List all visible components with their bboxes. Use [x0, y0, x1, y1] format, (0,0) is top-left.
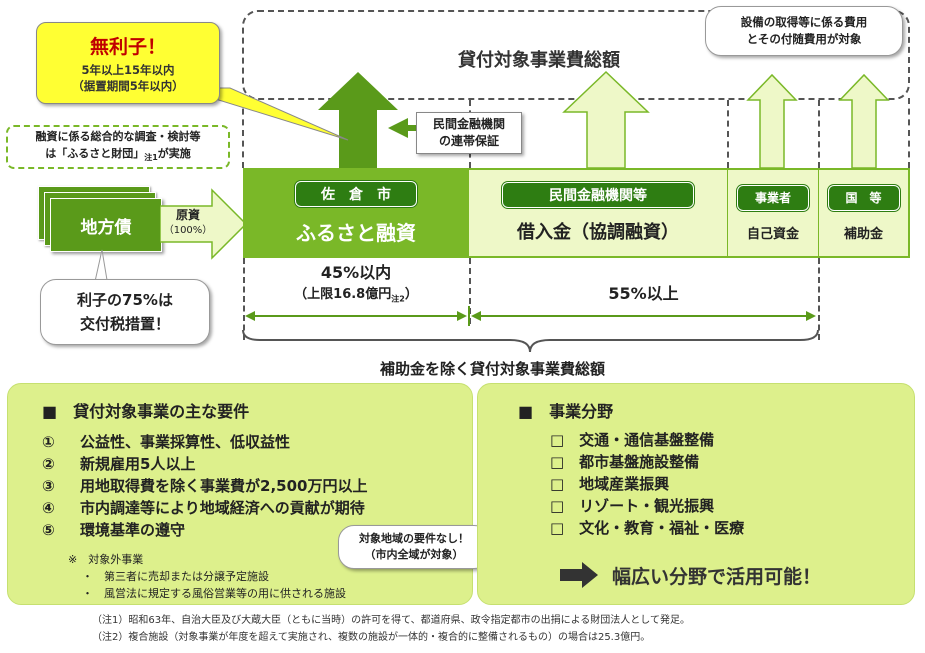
- excluded-item: ・ 第三者に売却または分譲予定施設: [82, 570, 269, 583]
- furusato-loan-label: ふるさと融資: [296, 220, 416, 245]
- requirement-text: 公益性、事業採算性、低収益性: [80, 433, 291, 451]
- funding-source-label: 原資: [175, 208, 200, 222]
- survey-note-line2: は「ふるさと財団」注1が実施: [45, 145, 191, 166]
- requirement-item: ④ 市内調達等により地域経済への貢献が期待: [42, 497, 367, 519]
- ratio-span-arrows: [245, 306, 816, 326]
- total-project-cost-frame: [242, 10, 910, 100]
- requirement-item: ② 新規雇用5人以上: [42, 453, 367, 475]
- acquisition-note-line2: とその付随費用が対象: [746, 32, 862, 46]
- requirement-item: ③ 用地取得費を除く事業費が2,500万円以上: [42, 475, 367, 497]
- target-area-line2: （市内全域が対象）: [364, 548, 464, 561]
- survey-note-line2-pre: は「ふるさと財団」: [45, 146, 145, 160]
- sakura-ratio-cap: （上限16.8億円注2）: [294, 284, 418, 311]
- frame-divider-3: [818, 100, 820, 168]
- country-tag: 国 等: [827, 184, 900, 211]
- subsidy-label: 補助金: [843, 226, 883, 242]
- up-arrows-layer: [318, 70, 890, 169]
- conclusion-arrow-icon: [560, 562, 598, 588]
- requirement-num: ④: [42, 499, 55, 517]
- requirements-list: ① 公益性、事業採算性、低収益性 ② 新規雇用5人以上 ③ 用地取得費を除く事業費が2…: [42, 431, 367, 541]
- requirement-text: 用地取得費を除く事業費が2,500万円以上: [80, 477, 368, 495]
- country-up-arrow: [838, 73, 890, 169]
- private-up-arrow: [562, 70, 650, 169]
- sakura-ratio-cap-post: ）: [404, 287, 418, 302]
- requirement-num: ②: [42, 455, 55, 473]
- ratio-divider-left: [243, 258, 245, 340]
- field-item: □ リゾート・観光振興: [550, 497, 715, 515]
- interest-tax-line1: 利子の75%は: [77, 291, 173, 309]
- excluded-projects: ※ 対象外事業 ・ 第三者に売却または分譲予定施設 ・ 風営法に規定する風俗営業…: [68, 551, 346, 602]
- acquisition-note-line1: 設備の取得等に係る費用: [740, 15, 868, 29]
- fields-title: ■ 事業分野: [518, 402, 614, 421]
- survey-note-line2-post: が実施: [157, 146, 191, 160]
- private-institutions-tag: 民間金融機関等: [502, 182, 694, 208]
- cooperative-loan-label: 借入金（協調融資）: [517, 222, 679, 243]
- requirement-num: ③: [42, 477, 55, 495]
- ratio-divider-mid: [469, 258, 471, 324]
- footnotes: （注1）昭和63年、自治大臣及び大蔵大臣（ともに当時）の許可を得て、都道府県、政…: [92, 612, 690, 646]
- funding-flow-label: 原資 （100%）: [163, 208, 213, 238]
- target-area-line1: 対象地域の要件なし！: [359, 532, 469, 545]
- target-area-note: 対象地域の要件なし！ （市内全域が対象）: [338, 525, 490, 569]
- field-item: □ 都市基盤施設整備: [550, 453, 700, 471]
- guarantee-line1: 民間金融機関: [432, 117, 505, 131]
- interest-tax-line2: 交付税措置！: [79, 315, 170, 333]
- excluded-item: ・ 風営法に規定する風俗営業等の用に供される施設: [82, 587, 346, 600]
- requirement-item: ① 公益性、事業採算性、低収益性: [42, 431, 367, 453]
- frame-divider-2: [727, 100, 729, 168]
- requirement-text: 市内調達等により地域経済への貢献が期待: [80, 499, 365, 517]
- fields-panel: ■ 事業分野 □ 交通・通信基盤整備 □ 都市基盤施設整備 □ 地域産業振興 □…: [477, 383, 915, 605]
- local-bond-label: 地方債: [80, 217, 132, 238]
- ratio-divider-right: [818, 258, 820, 340]
- survey-note: 融資に係る総合的な調査・検討等 は「ふるさと財団」注1が実施: [6, 125, 230, 169]
- requirement-item: ⑤ 環境基準の遵守: [42, 519, 367, 541]
- requirement-num: ⑤: [42, 521, 55, 539]
- acquisition-cost-note: 設備の取得等に係る費用 とその付随費用が対象: [705, 6, 903, 56]
- sakura-city-tag: 佐 倉 市: [295, 180, 417, 207]
- local-bond-box: 地方債: [50, 198, 162, 252]
- funding-flow-arrow: [160, 188, 248, 260]
- interest-free-callout: 無利子！ 5年以上15年以内 （据置期間5年以内）: [36, 22, 220, 104]
- sakura-ratio-cap-pre: （上限16.8億円: [294, 287, 392, 302]
- sakura-ratio-main: 45%以内: [320, 263, 392, 282]
- subsidy-segment: 国 等 補助金: [818, 168, 910, 258]
- guarantee-box: 民間金融機関 の連帯保証: [416, 112, 522, 154]
- guarantee-pointer-arrow: [388, 118, 416, 138]
- private-ratio: 55%以上: [608, 284, 679, 303]
- funding-source-pct: （100%）: [163, 225, 213, 236]
- operator-up-arrow: [746, 73, 798, 169]
- sakura-ratio: 45%以内 （上限16.8億円注2）: [243, 262, 469, 311]
- interest-free-grace: （据置期間5年以内）: [72, 79, 184, 93]
- fields-list: □ 交通・通信基盤整備 □ 都市基盤施設整備 □ 地域産業振興 □ リゾート・観…: [550, 429, 744, 539]
- guarantee-line2: の連帯保証: [438, 134, 499, 148]
- requirement-num: ①: [42, 433, 55, 451]
- field-item: □ 交通・通信基盤整備: [550, 431, 715, 449]
- field-item: □ 地域産業振興: [550, 475, 670, 493]
- survey-note-line1: 融資に係る総合的な調査・検討等: [35, 129, 201, 143]
- loan-total-brace: [242, 330, 819, 353]
- operator-funds-segment: 事業者 自己資金: [727, 168, 818, 258]
- own-funds-label: 自己資金: [746, 226, 799, 242]
- footnote-2: （注2）複合施設（対象事業が年度を超えて実施され、複数の施設が一体的・複合的に整…: [92, 632, 651, 643]
- total-project-cost-label: 貸付対象事業費総額: [458, 50, 620, 71]
- loan-total-label: 補助金を除く貸付対象事業費総額: [380, 360, 606, 378]
- requirement-text: 環境基準の遵守: [80, 521, 186, 539]
- survey-note-footnote-mark: 注1: [144, 153, 158, 163]
- sakura-up-arrow: [318, 72, 398, 168]
- requirement-text: 新規雇用5人以上: [80, 455, 196, 473]
- requirements-panel: ■ 貸付対象事業の主な要件 ① 公益性、事業採算性、低収益性 ② 新規雇用5人以上 …: [7, 383, 473, 605]
- field-item: □ 文化・教育・福祉・医療: [550, 519, 745, 537]
- sakura-ratio-footnote-mark: 注2: [391, 294, 405, 304]
- operator-tag: 事業者: [737, 184, 809, 211]
- conclusion-label: 幅広い分野で活用可能！: [612, 566, 822, 588]
- requirements-title: ■ 貸付対象事業の主な要件: [42, 402, 250, 421]
- excluded-title: ※ 対象外事業: [68, 553, 144, 566]
- private-loan-segment: 民間金融機関等 借入金（協調融資）: [469, 168, 727, 258]
- interest-free-title: 無利子！: [89, 36, 166, 58]
- interest-free-term: 5年以上15年以内: [81, 63, 175, 77]
- footnote-1: （注1）昭和63年、自治大臣及び大蔵大臣（ともに当時）の許可を得て、都道府県、政…: [92, 615, 690, 626]
- total-project-cost-lower-frame: [242, 98, 910, 168]
- sakura-loan-segment: 佐 倉 市 ふるさと融資: [243, 168, 469, 258]
- interest-tax-callout: 利子の75%は 交付税措置！: [40, 279, 210, 345]
